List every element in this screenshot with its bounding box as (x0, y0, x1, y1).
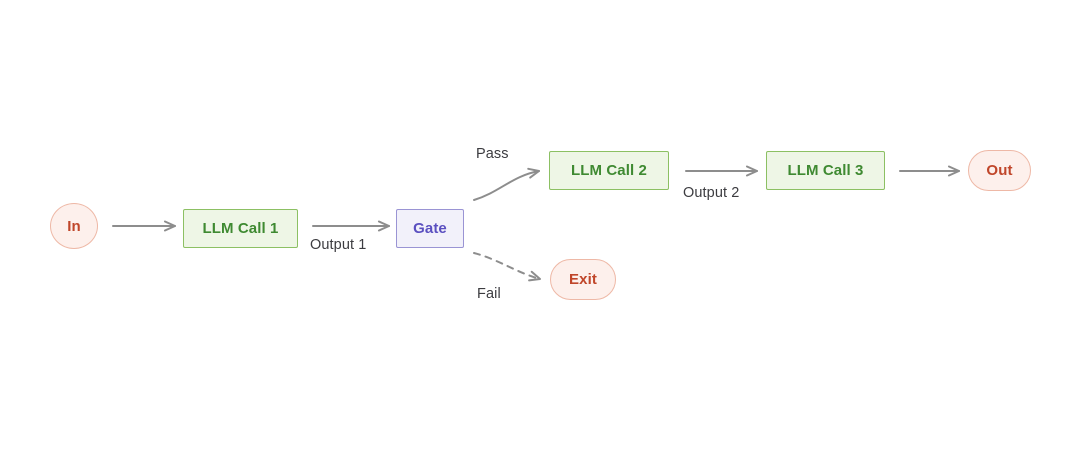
edge-label-llm1-to-gate: Output 1 (310, 237, 367, 253)
node-llm_call_3[interactable]: LLM Call 3 (766, 151, 885, 190)
node-label-exit: Exit (569, 271, 597, 288)
arrowhead-llm2-to-llm3 (745, 165, 758, 177)
node-exit[interactable]: Exit (550, 259, 616, 300)
arrowhead-llm1-to-gate (377, 220, 390, 232)
node-llm_call_2[interactable]: LLM Call 2 (549, 151, 669, 190)
node-llm_call_1[interactable]: LLM Call 1 (183, 209, 298, 248)
edge-label-llm2-to-llm3: Output 2 (683, 185, 740, 201)
node-label-llm_call_2: LLM Call 2 (570, 162, 647, 179)
edge-gate-to-exit-fail (473, 252, 541, 280)
arrowhead-llm3-to-out (947, 165, 960, 177)
arrowhead-gate-to-llm2-pass (527, 167, 540, 179)
node-gate[interactable]: Gate (396, 209, 464, 248)
node-label-in: In (67, 217, 81, 235)
node-label-llm_call_3: LLM Call 3 (787, 162, 864, 179)
node-in[interactable]: In (50, 203, 98, 249)
node-out[interactable]: Out (968, 150, 1031, 191)
edge-gate-to-llm2-pass (473, 170, 540, 201)
arrowhead-gate-to-exit-fail (528, 270, 541, 282)
arrowhead-in-to-llm1 (163, 220, 176, 232)
node-label-out: Out (986, 162, 1013, 179)
edge-label-gate-to-exit-fail: Fail (477, 286, 501, 302)
node-label-llm_call_1: LLM Call 1 (202, 220, 279, 237)
node-label-gate: Gate (413, 220, 447, 237)
edge-label-gate-to-llm2-pass: Pass (476, 146, 509, 162)
